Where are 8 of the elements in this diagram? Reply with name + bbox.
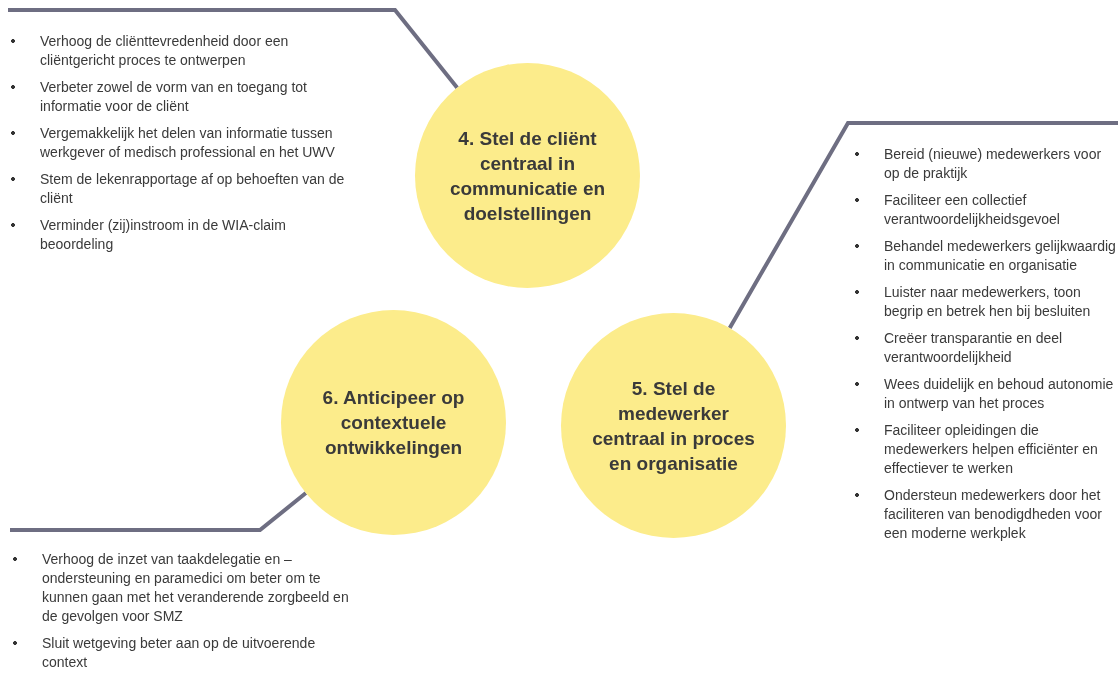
list-item: Verhoog de inzet van taakdelegatie en –ondersteuning en paramedici om beter om te kunnen gaan met het veranderende zorgbeeld en de gevolgen voor SMZ (10, 550, 350, 626)
list-item: Behandel medewerkers gelijkwaardig in communicatie en organisatie (852, 237, 1118, 275)
circle-label: 4. Stel de cliënt centraal in communicatie en doelstellingen (448, 126, 607, 226)
circle-label: 6. Anticipeer op contextuele ontwikkelingen (321, 386, 466, 460)
leader-line (727, 121, 1118, 330)
circle-label: 5. Stel de medewerker centraal in proces en organisatie (591, 376, 756, 476)
leader-line (10, 491, 308, 532)
leader-line (8, 8, 459, 89)
